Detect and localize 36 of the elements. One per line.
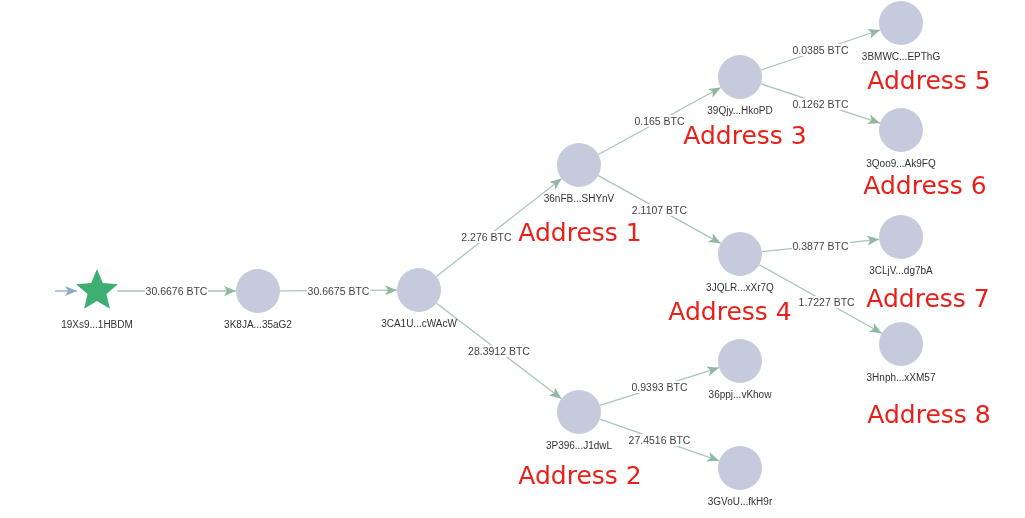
edge-label: 0.165 BTC: [633, 115, 686, 127]
edge-label: 0.9393 BTC: [630, 380, 689, 393]
address-label: 3GVoU...fkH9r: [707, 496, 773, 507]
edge-label: 0.0385 BTC: [791, 44, 850, 56]
arrow: [54, 286, 78, 296]
address-annotation: Address 4: [668, 296, 792, 326]
address-label: 3P396...J1dwL: [545, 440, 613, 451]
address-annotation: Address 7: [866, 283, 990, 313]
edge-label: 0.1262 BTC: [791, 97, 850, 110]
address-label: 19Xs9...1HBDM: [61, 319, 133, 330]
address-annotation: Address 6: [863, 170, 987, 200]
address-annotation: Address 3: [683, 120, 807, 150]
address-label: 3CA1U...cWAcW: [381, 318, 457, 329]
address-annotation: Address 1: [518, 217, 642, 247]
address-label: 36nFB...SHYnV: [543, 193, 615, 204]
edge-label: 2.276 BTC: [460, 231, 513, 244]
address-label: 3BMWC...EPThG: [861, 51, 941, 62]
edge-label: 28.3912 BTC: [467, 345, 531, 357]
address-annotation: Address 5: [867, 65, 991, 95]
address-label: 36ppj...vKhow: [708, 389, 772, 400]
address-annotation: Address 8: [867, 399, 991, 429]
edge-label: 2.1107 BTC: [630, 203, 689, 216]
arrow: [435, 177, 563, 278]
edge-label: 0.3877 BTC: [791, 239, 850, 252]
address-annotation: Address 2: [518, 460, 642, 490]
address-label: 39Qjy...HkoPD: [707, 105, 773, 116]
arrow: [435, 302, 563, 400]
address-label: 3Qoo9...Ak9FQ: [866, 158, 936, 169]
address-label: 3CLjV...dg7bA: [869, 265, 933, 276]
edge-label: 27.4516 BTC: [627, 434, 692, 446]
address-label: 3Hnph...xXM57: [866, 372, 936, 383]
address-label: 3JQLR...xXr7Q: [706, 282, 774, 293]
edge-label: 1.7227 BTC: [797, 296, 856, 309]
edge-label: 30.6675 BTC: [306, 284, 371, 297]
edge-label: 30.6676 BTC: [144, 285, 209, 297]
address-label: 3K8JA...35aG2: [224, 319, 292, 330]
